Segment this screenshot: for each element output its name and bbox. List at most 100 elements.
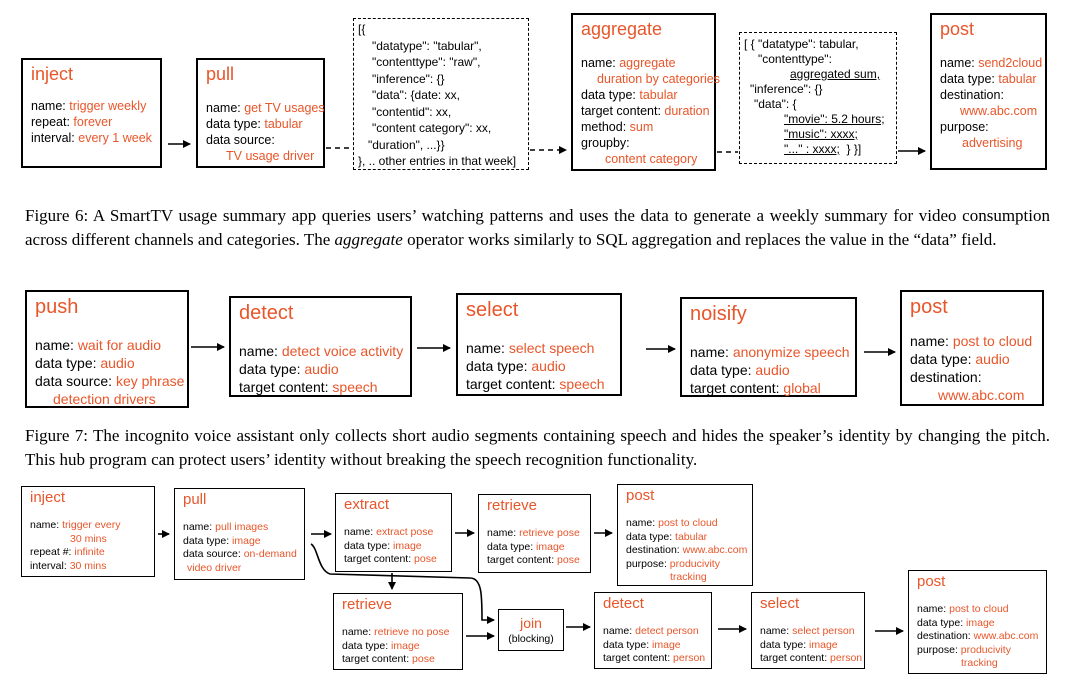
label: data type:	[760, 638, 810, 651]
value: on-demand	[243, 548, 297, 560]
fig8-retrieve-pose-title: retrieve	[487, 497, 538, 514]
json-line: aggregated sum,	[790, 67, 881, 81]
value: post to cloud	[952, 333, 1033, 349]
value: www.abc.com	[960, 104, 1038, 118]
value: key phrase	[115, 373, 185, 389]
label: name:	[760, 625, 793, 637]
value: select speech	[508, 340, 595, 356]
value: image	[536, 540, 565, 553]
fig8-extract-box: extract name: extract pose data type: im…	[335, 493, 452, 572]
fig6-post-box: post name: send2cloud data type: tabular…	[930, 13, 1047, 170]
label: data type:	[342, 639, 392, 652]
label: destination:	[910, 369, 982, 385]
figure-6-caption: Figure 6: A SmartTV usage summary app qu…	[25, 204, 1050, 252]
label: name:	[206, 101, 245, 115]
value: detect voice activity	[281, 343, 404, 359]
fig7-push-box: push name: wait for audio data type: aud…	[25, 290, 189, 408]
label: name:	[917, 603, 950, 615]
fig6-raw-json-box: [{ "datatype": "tabular", "contenttype":…	[353, 18, 529, 170]
fig8-extract-title: extract	[344, 496, 390, 513]
json-line: } }]	[846, 142, 862, 156]
label: purpose:	[940, 120, 989, 134]
value: 30 mins	[70, 532, 107, 545]
value: audio	[531, 358, 566, 374]
fig8-retrieve-pose-box: retrieve name: retrieve pose data type: …	[478, 494, 591, 573]
fig8-select-box: select name: select person data type: im…	[751, 592, 865, 669]
value: anonymize speech	[732, 344, 850, 360]
value: tabular	[998, 72, 1037, 86]
label: name:	[940, 56, 979, 70]
fig8-select-title: select	[760, 595, 800, 612]
fig8-pull-title: pull	[183, 491, 207, 508]
fig8-detect-title: detect	[603, 595, 644, 612]
label: target content:	[581, 104, 665, 118]
label: data type:	[940, 72, 999, 86]
value: detect person	[635, 625, 699, 637]
caption-text: Figure 6: A SmartTV usage summary app qu…	[25, 206, 1050, 249]
label: data type:	[603, 638, 653, 651]
label: target content:	[760, 652, 831, 664]
json-line: "movie": 5.2 hours;	[784, 112, 885, 126]
fig8-retrieve-no-pose-title: retrieve	[342, 596, 393, 613]
fig6-inject-title: inject	[31, 64, 74, 84]
json-line: "contenttype": "raw",	[372, 55, 481, 69]
value: sum	[629, 120, 654, 134]
json-line: }, .. other entries in that week]	[358, 154, 517, 168]
value: pose	[414, 553, 437, 565]
fig7-post-title: post	[910, 296, 948, 318]
json-line: [{	[358, 22, 366, 36]
label: data type:	[626, 530, 676, 543]
label: name:	[344, 526, 377, 538]
fig8-join-sub: (blocking)	[508, 633, 554, 645]
value: www.abc.com	[973, 630, 1039, 642]
value: image	[966, 616, 995, 629]
caption-text: operator works similarly to SQL aggregat…	[402, 230, 997, 249]
fig8-post-image-box: post name: post to cloud data type: imag…	[908, 570, 1047, 674]
value: www.abc.com	[682, 544, 748, 556]
value: tabular	[264, 117, 303, 131]
caption-emphasis: aggregate	[334, 230, 403, 249]
label: data type:	[466, 358, 532, 374]
label: target content:	[466, 376, 560, 392]
label: destination:	[917, 630, 974, 642]
label: data type:	[910, 351, 976, 367]
value: image	[809, 638, 838, 651]
label: data type:	[183, 534, 233, 547]
json-line: "music": xxxx;	[784, 127, 858, 141]
value: image	[391, 639, 420, 652]
value: aggregate	[619, 56, 676, 70]
label: name:	[35, 337, 78, 353]
fig6-pull-box: pull name: get TV usages data type: tabu…	[196, 58, 325, 168]
fig7-noisify-title: noisify	[690, 303, 747, 325]
label: name:	[239, 343, 282, 359]
fig7-detect-title: detect	[239, 302, 294, 324]
label: repeat #:	[30, 546, 75, 558]
value: global	[783, 380, 821, 396]
label: name:	[466, 340, 509, 356]
json-line: "contentid": xx,	[372, 104, 452, 119]
value: image	[232, 534, 261, 547]
label: data type:	[917, 616, 967, 629]
fig6-aggregate-box: aggregate name: aggregate duration by ca…	[571, 13, 720, 171]
value: post to cloud	[949, 603, 1009, 615]
arrow-fig8-pull-join	[310, 543, 495, 624]
label: interval:	[30, 559, 70, 572]
label: groupby:	[581, 136, 630, 150]
label: target content:	[342, 653, 413, 665]
fig8-retrieve-no-pose-box: retrieve name: retrieve no pose data typ…	[333, 593, 463, 670]
value: send2cloud	[978, 56, 1043, 70]
json-line: "duration", ...}}	[368, 137, 445, 152]
label: name:	[183, 521, 216, 533]
json-line: "inference": {}	[750, 82, 823, 96]
label: interval:	[31, 131, 79, 145]
label: data source:	[35, 373, 116, 389]
value: audio	[755, 362, 790, 378]
value: retrieve no pose	[374, 626, 450, 638]
label: data type:	[581, 88, 640, 102]
value: infinite	[74, 546, 105, 558]
json-line: "contenttype":	[758, 52, 832, 66]
json-line: "datatype": "tabular",	[372, 38, 482, 53]
label: data type:	[344, 539, 394, 552]
label: data type:	[487, 540, 537, 553]
value: www.abc.com	[938, 387, 1025, 403]
